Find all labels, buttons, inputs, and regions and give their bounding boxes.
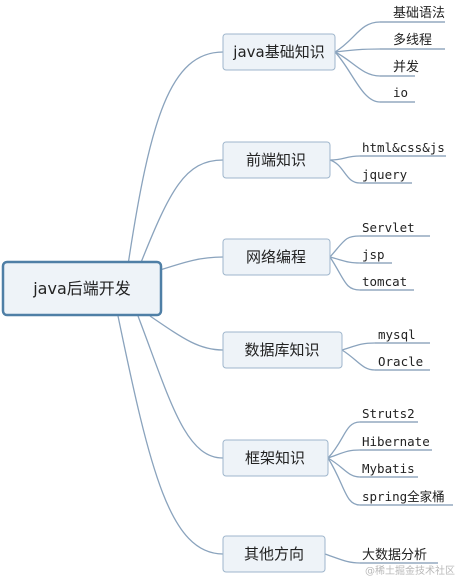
leaf-network-2: tomcat <box>362 274 407 289</box>
branch-label-frontend: 前端知识 <box>246 151 306 169</box>
connector-frontend-1 <box>329 159 361 184</box>
leaf-group-other: 大数据分析 <box>360 548 438 564</box>
branch-label-network: 网络编程 <box>246 248 306 266</box>
leaf-frontend-1: jquery <box>362 167 408 182</box>
branch-framework[interactable]: 框架知识 <box>222 439 329 477</box>
connector-network-2 <box>329 256 361 291</box>
root-label: java后端开发 <box>32 279 131 298</box>
connector-root-database <box>149 315 224 351</box>
connector-java-basics-1 <box>334 48 381 53</box>
leaf-framework-3: spring全家桶 <box>362 489 445 504</box>
leaf-java-basics-2: 并发 <box>393 59 419 75</box>
connector-framework-2 <box>327 457 361 478</box>
connector-java-basics-3 <box>334 51 381 103</box>
root-node[interactable]: java后端开发 <box>1 260 163 317</box>
connector-database-1 <box>341 349 376 371</box>
connectors <box>117 21 381 564</box>
connector-framework-3 <box>327 457 361 506</box>
connector-framework-0 <box>327 421 361 459</box>
branch-frontend[interactable]: 前端知识 <box>222 141 331 179</box>
leaf-database-0: mysql <box>378 327 416 342</box>
connector-root-java-basics <box>127 51 224 266</box>
leaf-framework-0: Struts2 <box>362 406 415 421</box>
leaf-group-framework: Struts2 Hibernate Mybatis spring全家桶 <box>360 406 453 506</box>
leaf-database-1: Oracle <box>378 354 423 369</box>
branch-label-database: 数据库知识 <box>244 341 319 359</box>
connector-root-network <box>159 256 224 271</box>
leaf-network-1: jsp <box>362 247 385 262</box>
connector-root-other <box>117 315 224 555</box>
branch-label-other: 其他方向 <box>244 545 304 563</box>
leaf-framework-1: Hibernate <box>362 434 430 449</box>
branch-label-java-basics: java基础知识 <box>232 43 324 61</box>
connector-network-1 <box>329 256 361 264</box>
leaf-java-basics-3: io <box>393 85 408 100</box>
connector-other-0 <box>324 553 361 564</box>
leaf-network-0: Servlet <box>362 220 415 235</box>
leaf-group-database: mysql Oracle <box>375 327 430 371</box>
branch-java-basics[interactable]: java基础知识 <box>222 33 336 71</box>
connector-framework-1 <box>327 449 361 459</box>
leaf-java-basics-1: 多线程 <box>393 32 432 48</box>
connector-java-basics-0 <box>334 21 381 53</box>
leaf-group-frontend: html&css&js jquery <box>360 140 446 184</box>
branch-label-framework: 框架知识 <box>245 449 305 467</box>
branch-network[interactable]: 网络编程 <box>222 238 331 276</box>
connector-frontend-0 <box>329 155 361 161</box>
leaf-framework-2: Mybatis <box>362 461 415 476</box>
leaf-java-basics-0: 基础语法 <box>393 6 445 21</box>
leaf-frontend-0: html&css&js <box>362 140 445 155</box>
connector-database-0 <box>341 342 376 351</box>
connector-root-frontend <box>139 159 224 266</box>
connector-root-framework <box>137 315 224 459</box>
leaf-other-0: 大数据分析 <box>362 548 427 563</box>
connector-network-0 <box>329 235 361 258</box>
connector-java-basics-2 <box>334 51 381 77</box>
branch-database[interactable]: 数据库知识 <box>222 331 343 369</box>
leaf-group-java-basics: 基础语法 多线程 并发 io <box>380 6 445 103</box>
branch-other[interactable]: 其他方向 <box>222 535 326 573</box>
watermark: @稀土掘金技术社区 <box>365 564 455 577</box>
leaf-group-network: Servlet jsp tomcat <box>360 220 430 291</box>
